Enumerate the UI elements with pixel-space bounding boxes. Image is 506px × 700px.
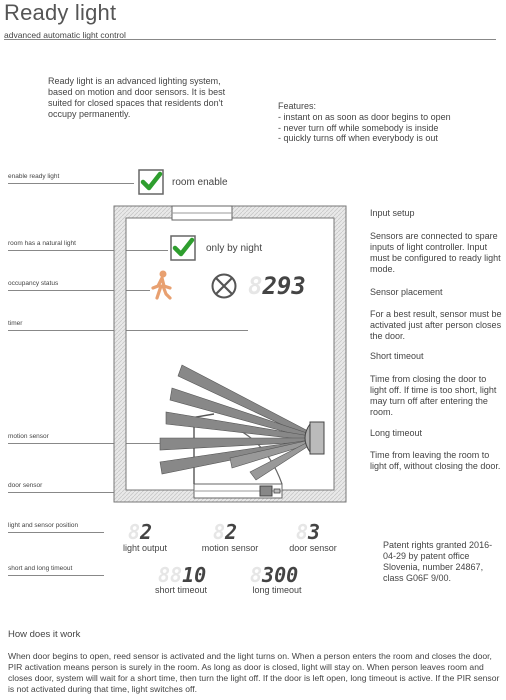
page-title: Ready light	[4, 0, 117, 25]
label-line	[8, 183, 134, 184]
checkbox-checked-icon	[138, 169, 164, 195]
long-timeout-label: long timeout	[252, 585, 302, 595]
sensor-placement-title: Sensor placement	[370, 287, 443, 297]
light-output-label: light output	[122, 543, 168, 553]
pir-sensor-icon	[309, 421, 325, 455]
label-line	[8, 330, 248, 331]
features-block: Features: - instant on as soon as door b…	[278, 101, 498, 144]
seg-ghost: 8	[296, 520, 309, 544]
intro-text: Ready light is an advanced lighting syst…	[48, 76, 226, 119]
feature-item: - quickly turns off when everybody is ou…	[278, 133, 438, 144]
light-off-icon	[211, 273, 237, 299]
title-underline	[4, 39, 496, 40]
door-sensor-icon	[259, 485, 273, 497]
input-setup-title: Input setup	[370, 208, 415, 218]
motion-sensor-label: motion sensor	[201, 543, 259, 553]
short-timeout-value: 10	[182, 563, 207, 587]
long-timeout-value: 300	[262, 563, 299, 587]
label-line	[8, 575, 104, 576]
door-sensor-label: door sensor	[289, 543, 337, 553]
only-by-night-checkbox[interactable]	[170, 235, 196, 261]
label-line	[8, 492, 190, 493]
feature-item: - instant on as soon as door begins to o…	[278, 111, 451, 122]
motion-sensor-value: 2	[225, 520, 238, 544]
short-timeout-display[interactable]: 8810	[158, 563, 206, 587]
label-position: light and sensor position	[8, 522, 79, 529]
long-timeout-title: Long timeout	[370, 428, 423, 438]
person-walking-icon	[151, 270, 172, 300]
timer-value: 293	[262, 272, 306, 300]
room-diagram	[113, 205, 347, 503]
door-sensor-value: 3	[308, 520, 321, 544]
door-sensor-display[interactable]: 83	[296, 520, 320, 544]
label-line	[8, 250, 168, 251]
seg-ghost: 8	[128, 520, 141, 544]
checkbox-checked-icon	[170, 235, 196, 261]
input-setup-text: Sensors are connected to spare inputs of…	[370, 231, 501, 274]
label-line	[8, 443, 198, 444]
pir-rays	[159, 364, 311, 475]
page-subtitle: advanced automatic light control	[4, 30, 126, 40]
features-heading: Features:	[278, 101, 317, 111]
label-timeouts: short and long timeout	[8, 565, 73, 572]
label-timer: timer	[8, 320, 23, 327]
long-timeout-text: Time from leaving the room to light off,…	[370, 450, 501, 471]
seg-ghost: 8	[250, 563, 263, 587]
light-output-display[interactable]: 82	[128, 520, 152, 544]
seg-ghost: 8	[248, 272, 263, 300]
timer-display: 8293	[248, 272, 306, 300]
only-by-night-label: only by night	[206, 243, 263, 254]
label-motion-sensor: motion sensor	[8, 433, 49, 440]
how-title: How does it work	[8, 629, 81, 640]
room-enable-checkbox[interactable]	[138, 169, 164, 195]
label-line	[8, 290, 150, 291]
label-occupancy: occupancy status	[8, 280, 59, 287]
long-timeout-display[interactable]: 8300	[250, 563, 298, 587]
light-output-value: 2	[140, 520, 153, 544]
label-door-sensor: door sensor	[8, 482, 43, 489]
seg-ghost: 8	[213, 520, 226, 544]
room-enable-label: room enable	[172, 177, 228, 188]
short-timeout-title: Short timeout	[370, 351, 424, 361]
short-timeout-label: short timeout	[154, 585, 208, 595]
short-timeout-text: Time from closing the door to light off.…	[370, 374, 497, 417]
label-natural-light: room has a natural light	[8, 240, 76, 247]
patent-text: Patent rights granted 2016-04-29 by pate…	[383, 540, 493, 583]
motion-sensor-display[interactable]: 82	[213, 520, 237, 544]
how-text: When door begins to open, reed sensor is…	[8, 651, 500, 694]
label-line	[8, 532, 104, 533]
feature-item: - never turn off while somebody is insid…	[278, 122, 439, 133]
label-enable-ready-light: enable ready light	[8, 173, 60, 180]
sensor-placement-text: For a best result, sensor must be activa…	[370, 309, 502, 341]
seg-ghost: 88	[158, 563, 183, 587]
